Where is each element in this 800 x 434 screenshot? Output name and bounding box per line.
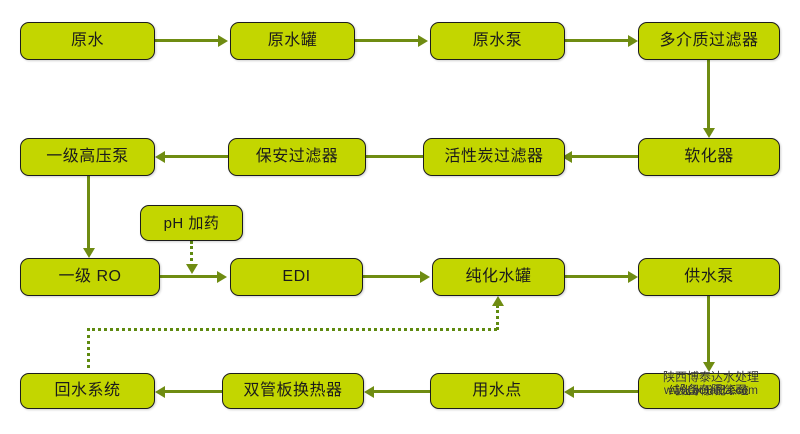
connector-ro-to-edi	[160, 275, 222, 278]
node-raw-water-tank[interactable]: 原水罐	[230, 22, 355, 60]
arrowhead-security-filter-to-hp-pump	[155, 151, 165, 163]
dotted-connector-ph-dosing-to-ro-edi-line	[190, 241, 193, 267]
arrowhead-ro-to-edi	[217, 271, 227, 283]
arrowhead-point-of-use-to-heat-exchanger	[364, 386, 374, 398]
connector-tank-to-pump	[355, 39, 423, 42]
arrowhead-softener-to-activated-carbon	[562, 151, 572, 163]
arrowhead-heat-exchanger-to-return-system	[155, 386, 165, 398]
node-return-water-system[interactable]: 回水系统	[20, 373, 155, 409]
node-point-of-use[interactable]: 用水点	[430, 373, 564, 409]
arrowhead-edi-to-purified-water-tank	[420, 271, 430, 283]
connector-point-of-use-to-heat-exchanger	[372, 390, 430, 393]
connector-softener-to-activated-carbon	[570, 155, 638, 158]
arrowhead-raw-water-to-tank	[218, 35, 228, 47]
arrowhead-return-into-purified-water-tank	[492, 296, 504, 306]
node-multimedia-filter[interactable]: 多介质过滤器	[638, 22, 780, 60]
connector-raw-water-to-tank	[155, 39, 223, 42]
node-ph-dosing[interactable]: pH 加药	[140, 205, 243, 241]
node-activated-carbon-filter[interactable]: 活性炭过滤器	[423, 138, 565, 176]
node-water-supply-pump[interactable]: 供水泵	[638, 258, 780, 296]
dotted-connector-return-run	[87, 328, 497, 331]
connector-supply-pump-to-distribution	[707, 296, 710, 368]
connector-heat-exchanger-to-return-system	[163, 390, 222, 393]
node-first-stage-ro[interactable]: 一级 RO	[20, 258, 160, 296]
arrowhead-tank-to-pump	[418, 35, 428, 47]
dotted-connector-return-into-tank	[496, 305, 499, 330]
connector-pump-to-multimedia-filter	[565, 39, 633, 42]
node-raw-water-pump[interactable]: 原水泵	[430, 22, 565, 60]
node-softener[interactable]: 软化器	[638, 138, 780, 176]
connector-edi-to-purified-water-tank	[363, 275, 425, 278]
connector-hp-pump-to-ro	[87, 176, 90, 254]
node-first-stage-hp-pump[interactable]: 一级高压泵	[20, 138, 155, 176]
arrowhead-supply-pump-to-distribution	[703, 362, 715, 372]
node-purified-water-tank[interactable]: 纯化水罐	[432, 258, 565, 296]
node-double-tubesheet-heat-exchanger[interactable]: 双管板换热器	[222, 373, 364, 409]
node-edi[interactable]: EDI	[230, 258, 363, 296]
connector-multimedia-filter-to-softener	[707, 60, 710, 134]
node-security-filter[interactable]: 保安过滤器	[228, 138, 366, 176]
arrowhead-purified-water-tank-to-supply-pump	[628, 271, 638, 283]
arrowhead-hp-pump-to-ro	[83, 248, 95, 258]
node-purified-water-distribution[interactable]: 纯化水分配系统	[638, 373, 780, 409]
node-raw-water[interactable]: 原水	[20, 22, 155, 60]
connector-activated-carbon-to-security-filter	[363, 155, 423, 158]
arrowhead-ph-dosing	[186, 264, 198, 274]
connector-distribution-to-point-of-use	[572, 390, 638, 393]
arrowhead-pump-to-multimedia-filter	[628, 35, 638, 47]
arrowhead-distribution-to-point-of-use	[564, 386, 574, 398]
connector-security-filter-to-hp-pump	[163, 155, 228, 158]
arrowhead-multimedia-filter-to-softener	[703, 128, 715, 138]
connector-purified-water-tank-to-supply-pump	[565, 275, 633, 278]
dotted-connector-return-riser	[87, 328, 90, 368]
